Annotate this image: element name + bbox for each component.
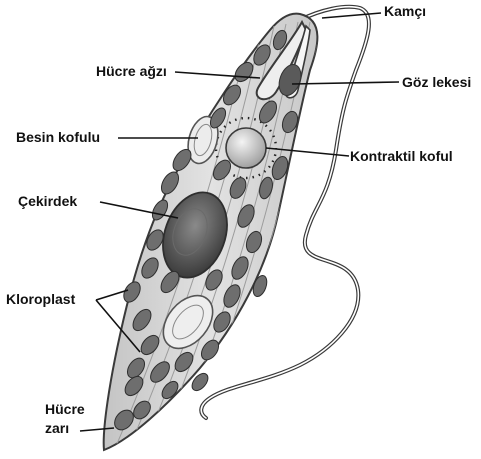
- contractile-vacuole: [226, 128, 266, 168]
- label-chloroplast: Kloroplast: [6, 291, 75, 307]
- label-contractile-vacuole: Kontraktil koful: [350, 148, 453, 164]
- label-cell-mouth: Hücre ağzı: [96, 63, 167, 79]
- label-eyespot: Göz lekesi: [402, 74, 471, 90]
- label-nucleus: Çekirdek: [18, 193, 77, 209]
- label-flagellum: Kamçı: [384, 3, 426, 19]
- label-cell-membrane-line1: Hücre: [45, 401, 85, 417]
- label-cell-membrane-line2: zarı: [45, 420, 69, 436]
- label-food-vacuole: Besin kofulu: [16, 129, 100, 145]
